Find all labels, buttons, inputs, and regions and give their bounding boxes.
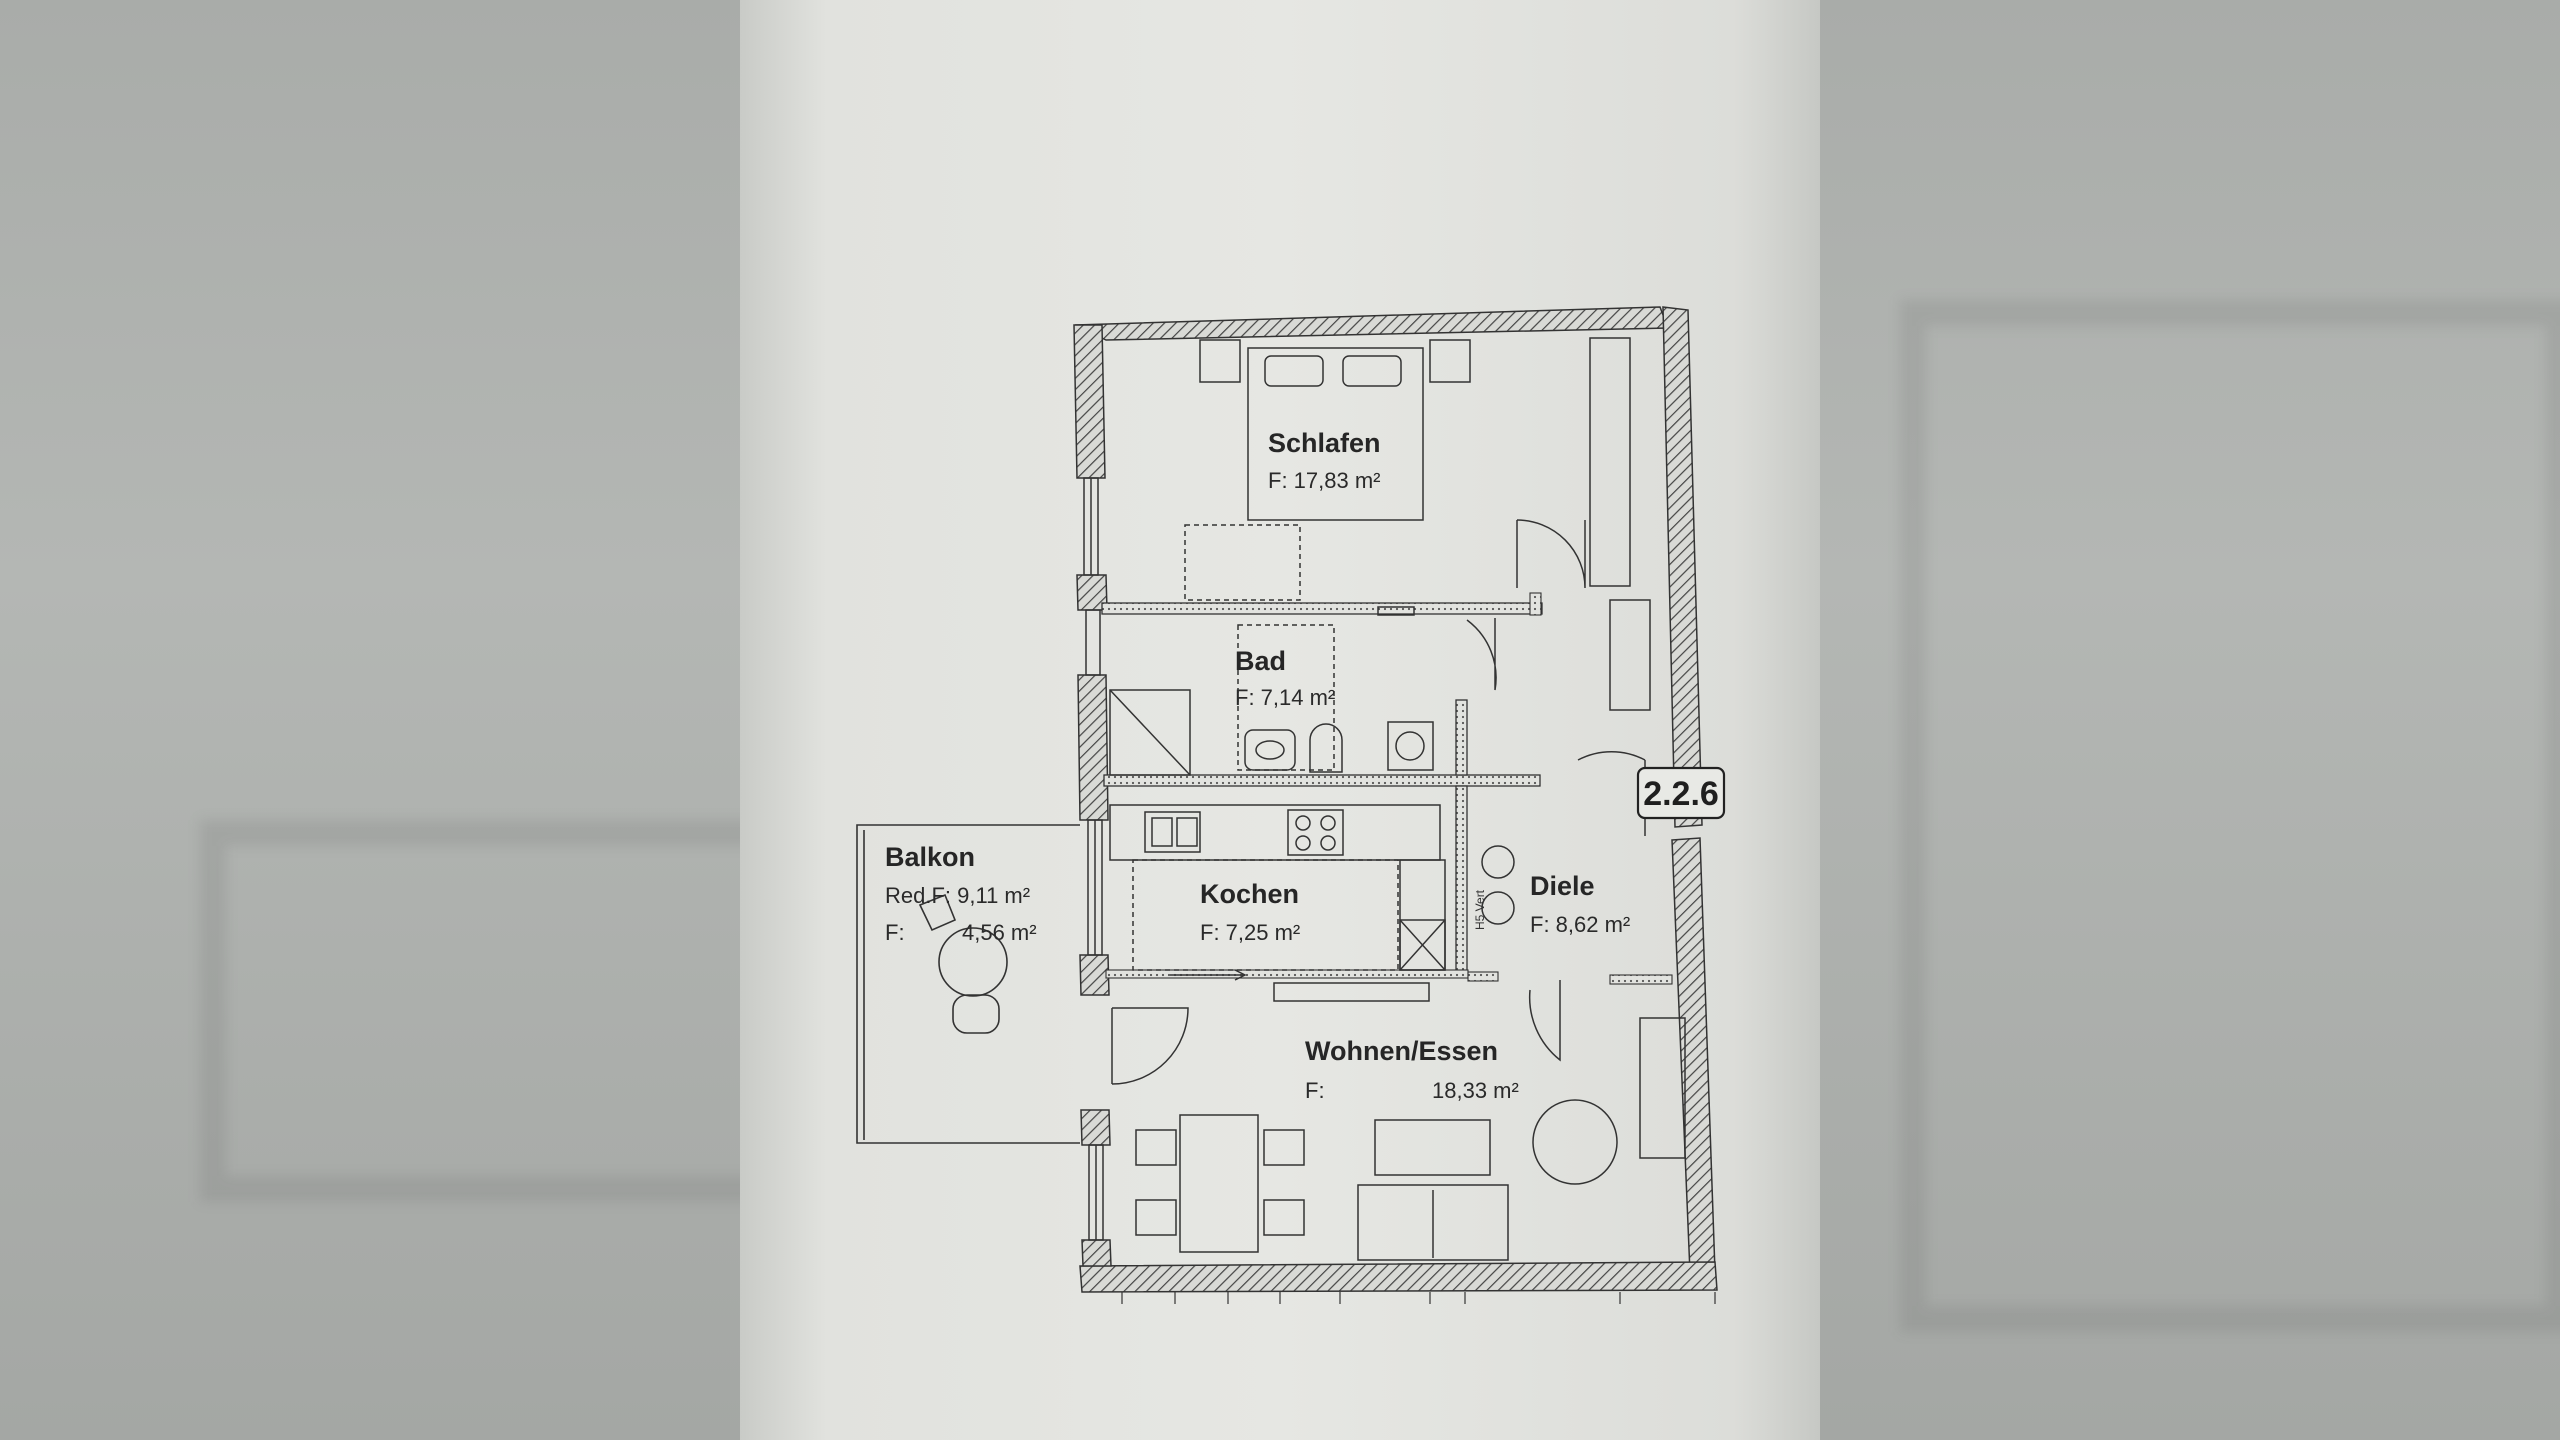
room-wohnen-name: Wohnen/Essen bbox=[1305, 1036, 1498, 1066]
east-wall-lower bbox=[1671, 837, 1716, 1274]
room-wohnen-area-value: 18,33 m² bbox=[1432, 1078, 1519, 1103]
door-bad bbox=[1466, 618, 1497, 691]
wall-kochen-wohnen bbox=[1105, 969, 1469, 979]
exterior-walls bbox=[1073, 306, 1718, 1293]
wohnen-sideboard bbox=[1273, 982, 1430, 1002]
wall-bad-diele bbox=[1455, 699, 1468, 776]
balcony-chair-2 bbox=[918, 893, 957, 932]
kitchen-cabinet bbox=[1399, 859, 1446, 971]
north-wall bbox=[1074, 306, 1670, 341]
south-wall-marks bbox=[1121, 1292, 1716, 1304]
wall-stub-2 bbox=[1529, 592, 1542, 616]
room-kochen-area: F: 7,25 m² bbox=[1200, 920, 1300, 945]
balcony-outline bbox=[856, 824, 1080, 1144]
unit-number: 2.2.6 bbox=[1643, 775, 1719, 813]
pillow-left bbox=[1264, 355, 1324, 387]
diele-fixture bbox=[1481, 845, 1515, 879]
room-balkon-area-label: F: bbox=[885, 920, 905, 945]
blurred-background-left bbox=[0, 0, 812, 1440]
door-entrance bbox=[1577, 750, 1646, 761]
chair bbox=[1135, 1129, 1177, 1166]
tv-cabinet bbox=[1639, 1017, 1686, 1159]
door-schlafen bbox=[1516, 519, 1586, 589]
west-wall-4 bbox=[1079, 954, 1110, 996]
chair bbox=[1263, 1129, 1305, 1166]
ghost-shape bbox=[1900, 300, 2560, 1332]
room-bad-area: F: 7,14 m² bbox=[1235, 685, 1335, 710]
east-wall-upper bbox=[1662, 306, 1703, 828]
washbasin bbox=[1244, 729, 1296, 771]
kitchen-dashed-area bbox=[1132, 859, 1399, 971]
interior-walls bbox=[1101, 592, 1673, 985]
kitchen-counter bbox=[1109, 804, 1441, 861]
west-wall-3 bbox=[1077, 674, 1109, 821]
room-schlafen-name: Schlafen bbox=[1268, 428, 1381, 458]
fridge bbox=[1399, 919, 1446, 971]
coffee-table bbox=[1374, 1119, 1491, 1176]
sofa bbox=[1357, 1184, 1509, 1261]
toilet bbox=[1309, 723, 1343, 773]
dining-table bbox=[1179, 1114, 1259, 1253]
west-wall-6 bbox=[1081, 1239, 1112, 1267]
room-kochen-name: Kochen bbox=[1200, 879, 1299, 909]
room-diele-area: F: 8,62 m² bbox=[1530, 912, 1630, 937]
pillow-right bbox=[1342, 355, 1402, 387]
unit-number-box bbox=[1636, 766, 1726, 820]
room-balkon-name: Balkon bbox=[885, 842, 975, 872]
kitchen-sink bbox=[1144, 811, 1201, 853]
floor-plan: 2.2.6 Schlafen F: 17,83 m² Bad F: 7,14 m… bbox=[856, 306, 1726, 1304]
west-wall-1 bbox=[1073, 324, 1106, 479]
nightstand-left bbox=[1199, 339, 1241, 383]
room-bad-name: Bad bbox=[1235, 646, 1286, 676]
balcony-table bbox=[938, 927, 1008, 997]
furniture bbox=[1109, 337, 1686, 1261]
blurred-background-right bbox=[1820, 0, 2560, 1440]
wardrobe-2 bbox=[1609, 599, 1651, 711]
wall-stub bbox=[1467, 971, 1499, 982]
west-wall-5 bbox=[1080, 1109, 1111, 1146]
bad-vent bbox=[1377, 606, 1415, 616]
balcony bbox=[856, 824, 1080, 1144]
chair bbox=[1263, 1199, 1305, 1236]
bed bbox=[1247, 347, 1424, 521]
room-schlafen-area: F: 17,83 m² bbox=[1268, 468, 1380, 493]
window-bad bbox=[1085, 609, 1101, 676]
nightstand-right bbox=[1429, 339, 1471, 383]
chair bbox=[1135, 1199, 1177, 1236]
shower bbox=[1109, 689, 1191, 776]
wall-schlafen-bad bbox=[1101, 602, 1543, 615]
room-wohnen-area-label: F: bbox=[1305, 1078, 1325, 1103]
south-wall bbox=[1079, 1261, 1718, 1293]
ghost-shape bbox=[200, 820, 812, 1202]
door-wohnen bbox=[1528, 980, 1561, 1062]
washing-machine bbox=[1387, 721, 1434, 771]
armchair bbox=[1532, 1099, 1618, 1185]
wall-kochen-diele bbox=[1455, 785, 1468, 977]
room-diele-name: Diele bbox=[1530, 871, 1595, 901]
room-balkon-area-value: 4,56 m² bbox=[962, 920, 1037, 945]
wardrobe bbox=[1589, 337, 1631, 587]
bed-dashed-area bbox=[1184, 524, 1301, 601]
balcony-chair bbox=[952, 994, 1000, 1034]
floor-plan-sheet: 2.2.6 Schlafen F: 17,83 m² Bad F: 7,14 m… bbox=[740, 0, 1820, 1440]
wall-diele-wohnen bbox=[1609, 974, 1673, 985]
stove bbox=[1287, 809, 1344, 856]
windows bbox=[1083, 477, 1104, 1241]
wall-bad-kochen bbox=[1103, 774, 1541, 787]
diele-small-label: H5 Vert bbox=[1473, 889, 1487, 930]
door-balkon bbox=[1111, 1007, 1189, 1085]
room-balkon-red-area: Red.F: 9,11 m² bbox=[885, 883, 1030, 908]
